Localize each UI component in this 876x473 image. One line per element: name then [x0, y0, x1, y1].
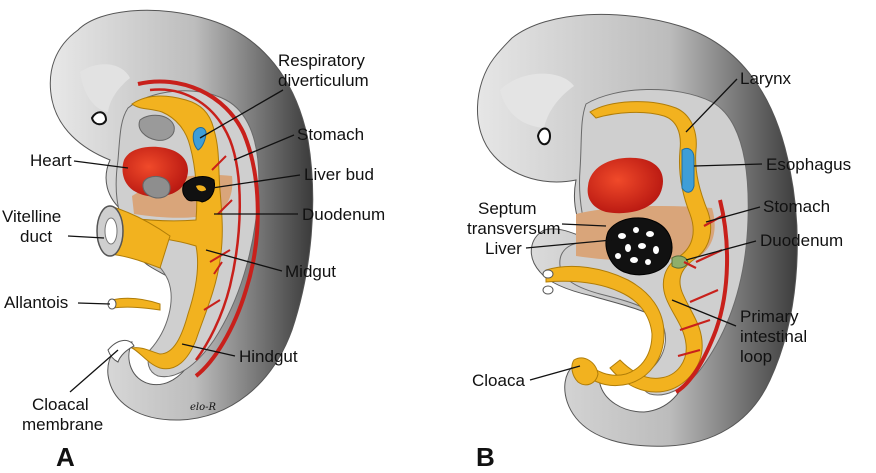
label-primary-line1: Primary	[740, 307, 799, 326]
label-duodenum-b: Duodenum	[760, 231, 843, 250]
label-septum-line2: transversum	[467, 219, 561, 238]
label-stomach-b: Stomach	[763, 197, 830, 216]
label-primary-line3: loop	[740, 347, 772, 366]
panel-letter-b: B	[476, 442, 495, 472]
embryo-b-esophagus	[682, 148, 694, 192]
label-hindgut: Hindgut	[239, 347, 298, 366]
label-allantois: Allantois	[4, 293, 68, 312]
panel-letter-a: A	[56, 442, 75, 472]
label-vitelline-line2: duct	[20, 227, 52, 246]
embryo-b-gut-opening-2	[543, 286, 553, 294]
label-respiratory-line1: Respiratory	[278, 51, 365, 70]
label-liver: Liver	[485, 239, 522, 258]
embryo-b-otic-vesicle	[538, 129, 550, 145]
label-vitelline-line1: Vitelline	[2, 207, 61, 226]
label-primary-line2: intestinal	[740, 327, 807, 346]
leader-allantois	[78, 303, 110, 304]
label-stomach-a: Stomach	[297, 125, 364, 144]
label-liver-bud: Liver bud	[304, 165, 374, 184]
label-cloaca: Cloaca	[472, 371, 525, 390]
label-septum-line1: Septum	[478, 199, 537, 218]
label-cloacal-line1: Cloacal	[32, 395, 89, 414]
label-respiratory-line2: diverticulum	[278, 71, 369, 90]
embryo-a-otic-vesicle	[92, 112, 106, 124]
embryo-b-gut-opening-1	[543, 270, 553, 278]
label-duodenum-a: Duodenum	[302, 205, 385, 224]
label-midgut: Midgut	[285, 262, 336, 281]
label-esophagus: Esophagus	[766, 155, 851, 174]
embryo-a-allantois	[112, 298, 160, 310]
label-cloacal-line2: membrane	[22, 415, 103, 434]
label-heart: Heart	[30, 151, 72, 170]
embryo-a-vitelline-duct-lumen	[105, 218, 117, 244]
label-larynx: Larynx	[740, 69, 792, 88]
signature-a: elo-R	[190, 402, 217, 413]
